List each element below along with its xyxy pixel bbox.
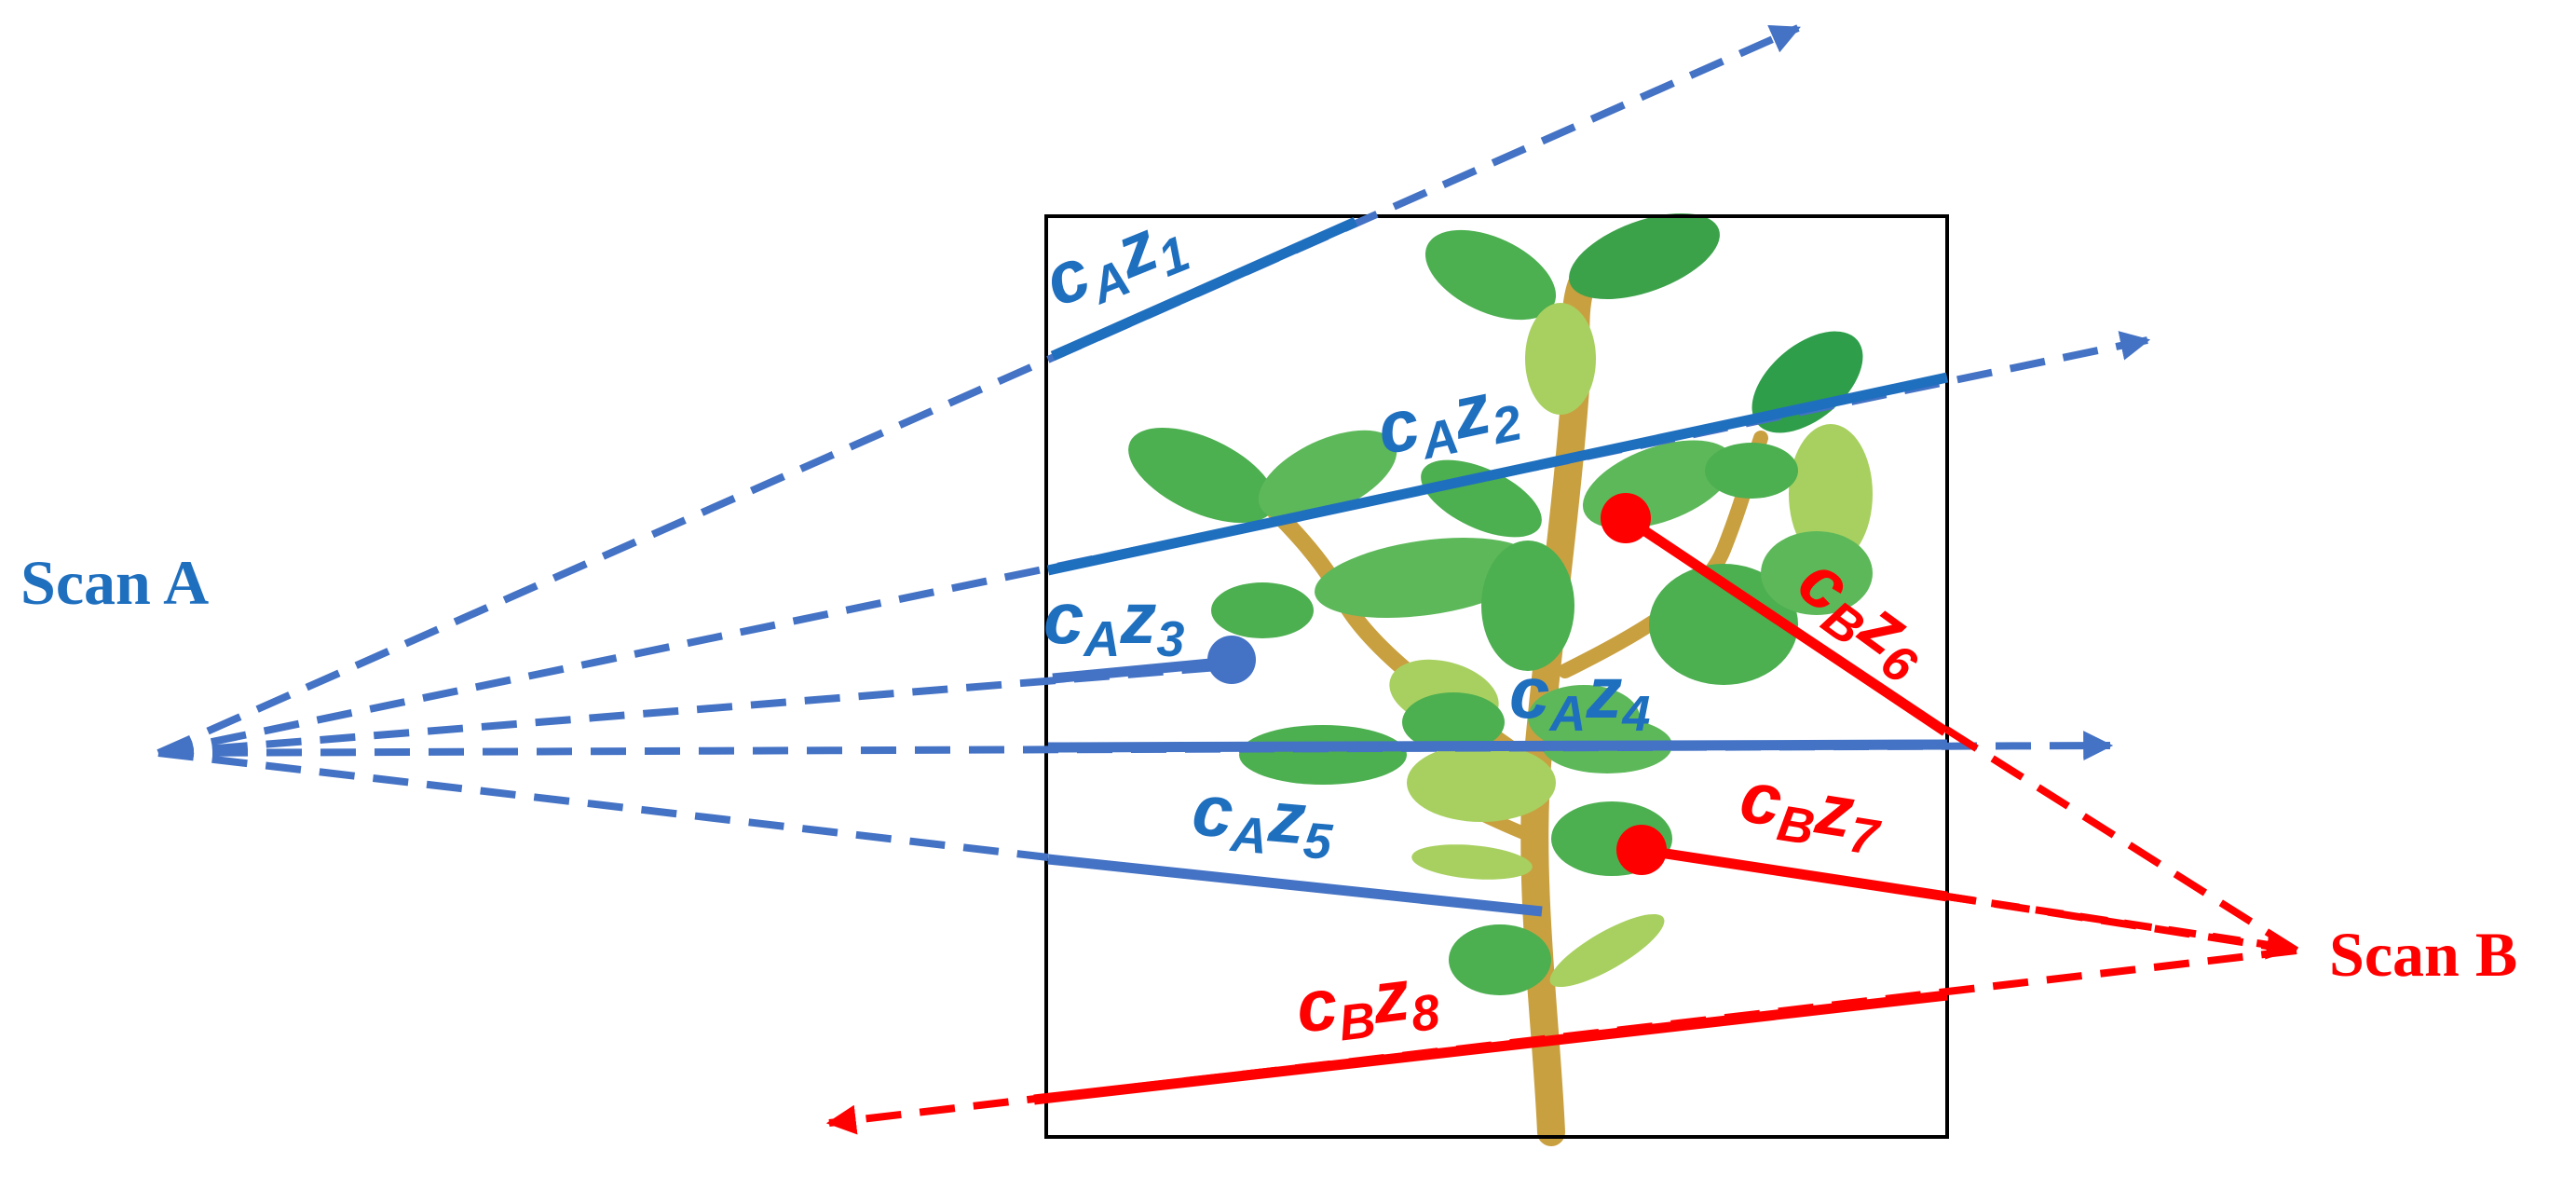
ray-label-4: cAz4: [1509, 651, 1650, 742]
plant-leaf: [1258, 430, 1397, 521]
scan-b-rays: [825, 723, 2299, 1135]
ray-label-4-sub: A: [1547, 686, 1586, 742]
plant-leaf: [1549, 913, 1665, 988]
ray-label-5-z: z: [1265, 774, 1310, 859]
scan-a-label: Scan A: [20, 547, 209, 618]
plant-leaf: [1128, 427, 1275, 524]
ray-label-8-c: c: [1291, 962, 1342, 1048]
ray-label-5-sub: A: [1227, 806, 1270, 865]
plant-leaf: [1649, 564, 1798, 685]
ray-label-1: cAz1: [1032, 193, 1197, 330]
scan-a-segment-1: [1050, 216, 1358, 362]
scan-b-dashed-ray-6: [1940, 723, 2299, 954]
ray-label-4-idx: 4: [1621, 686, 1650, 742]
plant-leaf: [1211, 582, 1314, 638]
ray-label-3-z: z: [1119, 577, 1156, 659]
ray-label-4-z: z: [1585, 651, 1622, 733]
ray-label-7: cBz7: [1734, 755, 1890, 867]
ray-label-3-sub: A: [1082, 611, 1120, 667]
scan-b-segment-6: [1622, 513, 1949, 736]
ray-label-8-sub: B: [1336, 992, 1379, 1051]
scan-b-dashed-ray-8: [825, 947, 2297, 1135]
ray-label-3-idx: 3: [1156, 611, 1184, 667]
plant-leaf: [1751, 331, 1863, 433]
ray-label-5-idx: 5: [1302, 813, 1335, 870]
scene-box: [1044, 214, 1949, 1139]
scan-a-segment-5: [1047, 854, 1543, 917]
plant-leaf: [1402, 692, 1505, 752]
ray-label-5-c: c: [1190, 768, 1237, 853]
svg-text:cBz8: cBz8: [1291, 950, 1442, 1057]
scan-a-segments: [1046, 216, 1949, 917]
scan-b-arrowheads: [1946, 893, 2297, 960]
ray-label-7-sub: B: [1774, 795, 1819, 855]
plant-leaf: [1407, 744, 1556, 822]
scan-a-segment-2: [1046, 372, 1949, 576]
scan-b-label: Scan B: [2329, 919, 2517, 990]
plant-leaf: [1789, 424, 1873, 564]
ray-label-6: cBz6: [1779, 539, 1947, 695]
plant-leaf: [1239, 725, 1407, 785]
plant-leaf: [1449, 924, 1551, 995]
scan-b-hit-point-6: [1601, 493, 1651, 543]
svg-text:cBz6: cBz6: [1779, 539, 1947, 695]
ray-label-4-c: c: [1509, 651, 1549, 733]
svg-text:cAz1: cAz1: [1032, 193, 1197, 330]
scan-a-dashed-ray-1: [157, 24, 1801, 757]
svg-text:cBz7: cBz7: [1734, 755, 1890, 867]
plant-leaf: [1481, 541, 1574, 671]
svg-text:cAz4: cAz4: [1509, 651, 1650, 742]
plant-leaf: [1424, 229, 1557, 321]
plant-leaf: [1705, 443, 1798, 499]
ray-label-3: cAz3: [1043, 577, 1184, 667]
plant-leaf: [1411, 844, 1533, 880]
scan-b-arrow-line: [1946, 893, 2297, 960]
plant-leaf: [1315, 538, 1536, 618]
scan-a-segment-3: [1052, 656, 1231, 684]
scan-a-dashed-ray-5: [157, 749, 1049, 861]
ray-label-5: cAz5: [1189, 768, 1338, 870]
ray-label-8: cBz8: [1291, 950, 1442, 1057]
ray-label-3-c: c: [1043, 577, 1084, 659]
scan-a-dashed-ray-3: [157, 663, 1231, 757]
plant-leaf: [1569, 212, 1720, 300]
ray-label-2: cAz2: [1370, 361, 1526, 478]
svg-text:cAz2: cAz2: [1370, 361, 1526, 478]
scan-b-segment-7: [1641, 844, 1948, 902]
plant-leaf: [1761, 531, 1873, 615]
plant-leaf: [1525, 303, 1596, 415]
scan-b-segment-8: [1033, 990, 1948, 1105]
svg-text:cAz5: cAz5: [1189, 768, 1338, 870]
scan-b-hit-point-7: [1616, 825, 1667, 875]
ray-label-8-idx: 8: [1408, 984, 1442, 1043]
svg-text:cAz3: cAz3: [1043, 577, 1184, 667]
scan-a-hit-point-3: [1207, 636, 1256, 684]
scan-b-segments: [1033, 513, 1949, 1105]
scan-a-segment-4: [1047, 739, 1948, 753]
